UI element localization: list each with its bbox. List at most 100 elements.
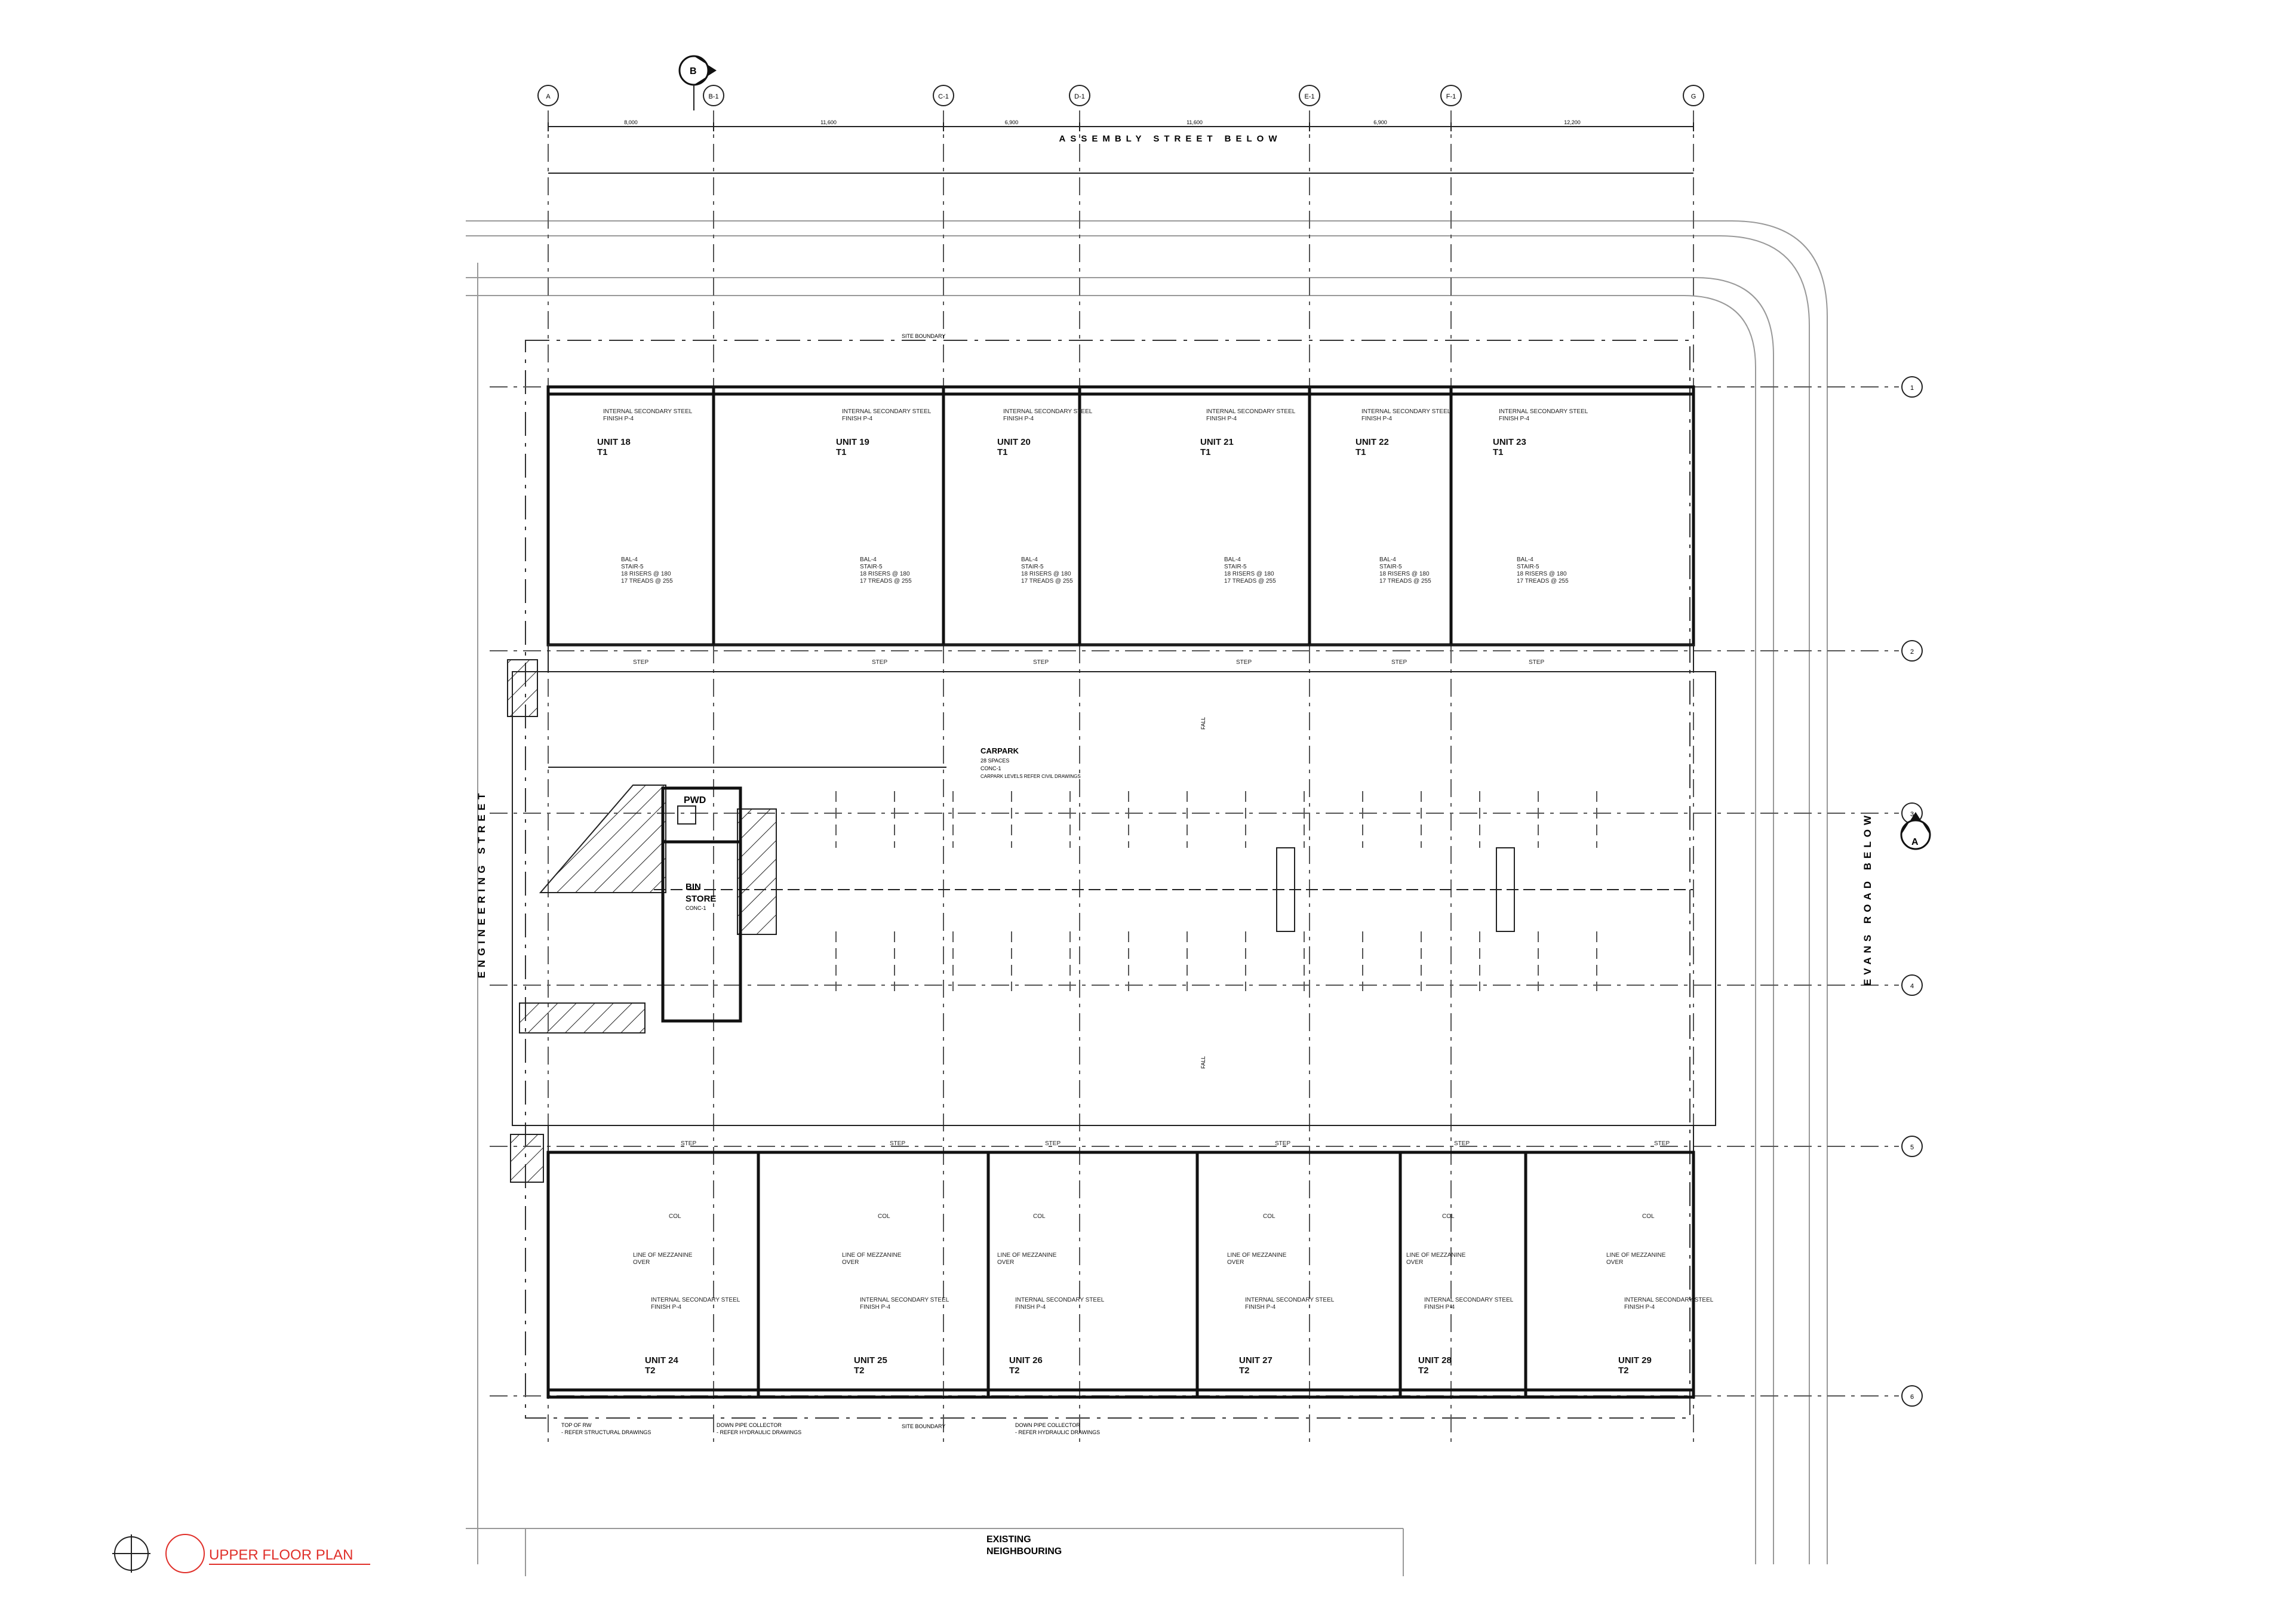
- mezzanine-over: OVER: [1606, 1259, 1623, 1266]
- unit-type: T2: [1239, 1365, 1250, 1376]
- unit-name: UNIT 25: [854, 1355, 887, 1365]
- rw-ref: - REFER STRUCTURAL DRAWINGS: [561, 1429, 651, 1435]
- unit-name: UNIT 20: [997, 437, 1031, 447]
- carpark-title: CARPARK: [980, 746, 1019, 755]
- grid-bubble-col-B-1: [703, 85, 724, 106]
- finish-note: FINISH P-4: [1206, 416, 1237, 422]
- dimension-label: 11,600: [820, 119, 837, 125]
- dimension-label: 6,900: [1005, 119, 1019, 125]
- stair-spec: STAIR-5: [621, 564, 644, 570]
- road-edges: [466, 220, 1828, 1576]
- grid-bubble-col-label: D-1: [1074, 93, 1085, 100]
- finish-note: FINISH P-4: [842, 416, 873, 422]
- stair-note: BAL-4: [1021, 556, 1038, 563]
- mezzanine-note: LINE OF MEZZANINE: [1406, 1252, 1466, 1259]
- treads-note: 17 TREADS @ 255: [1379, 578, 1431, 585]
- finish-note: FINISH P-4: [1003, 416, 1034, 422]
- grid-row-lines: [490, 386, 1899, 1397]
- fall-arrow-north: FALL: [1200, 717, 1206, 730]
- grid-bubble-col-label: B-1: [708, 93, 718, 100]
- street-south-1: EXISTING: [986, 1534, 1031, 1545]
- stair-spec: STAIR-5: [860, 564, 883, 570]
- stair-note: BAL-4: [1224, 556, 1241, 563]
- unit-type: T1: [1200, 447, 1211, 457]
- grid-bubble-row-6: [1901, 1385, 1923, 1407]
- stair-spec: STAIR-5: [1379, 564, 1402, 570]
- dimension-label: 6,900: [1373, 119, 1387, 125]
- unit-type: T1: [597, 447, 608, 457]
- mezzanine-note: LINE OF MEZZANINE: [1227, 1252, 1287, 1259]
- unit-type: T1: [1355, 447, 1366, 457]
- mezzanine-note: LINE OF MEZZANINE: [1606, 1252, 1666, 1259]
- step-note: STEP: [681, 1140, 696, 1147]
- stair-spec: STAIR-5: [1517, 564, 1539, 570]
- col-note: COL: [1642, 1213, 1655, 1220]
- risers-note: 18 RISERS @ 180: [860, 571, 910, 577]
- mezzanine-over: OVER: [842, 1259, 859, 1266]
- grid-bubble-col-label: F-1: [1446, 93, 1456, 100]
- col-note: COL: [669, 1213, 681, 1220]
- grid-bubble-col-G: [1683, 85, 1704, 106]
- section-marker-a-label: A: [1911, 837, 1919, 847]
- unit-type: T1: [997, 447, 1008, 457]
- grid-bubble-col-D-1: [1069, 85, 1090, 106]
- dimension-label: 11,600: [1187, 119, 1203, 125]
- unit-type: T2: [645, 1365, 656, 1376]
- grid-bubble-col-label: E-1: [1304, 93, 1314, 100]
- steel-note: INTERNAL SECONDARY STEEL: [1015, 1297, 1105, 1303]
- col-note: COL: [878, 1213, 890, 1220]
- mezzanine-over: OVER: [997, 1259, 1014, 1266]
- unit-name: UNIT 21: [1200, 437, 1234, 447]
- drawing-title: UPPER FLOOR PLAN: [209, 1547, 353, 1563]
- carpark-note: CARPARK LEVELS REFER CIVIL DRAWINGS: [980, 774, 1081, 779]
- step-note: STEP: [1454, 1140, 1470, 1147]
- bin-store-label-2: STORE: [686, 894, 716, 904]
- treads-note: 17 TREADS @ 255: [621, 578, 673, 585]
- treads-note: 17 TREADS @ 255: [1224, 578, 1276, 585]
- drawing-title-block: UPPER FLOOR PLAN: [112, 1534, 370, 1573]
- steel-note: INTERNAL SECONDARY STEEL: [651, 1297, 740, 1303]
- finish-note: FINISH P-4: [1245, 1304, 1276, 1311]
- stair-note: BAL-4: [1379, 556, 1396, 563]
- risers-note: 18 RISERS @ 180: [1379, 571, 1430, 577]
- unit-name: UNIT 19: [836, 437, 869, 447]
- grid-bubble-row-5: [1901, 1136, 1923, 1157]
- finish-note: FINISH P-4: [1361, 416, 1393, 422]
- grid-bubble-row-2: [1901, 640, 1923, 662]
- step-note: STEP: [633, 659, 648, 666]
- unit-name: UNIT 24: [645, 1355, 679, 1365]
- street-north: ASSEMBLY STREET BELOW: [1059, 134, 1281, 144]
- treads-note: 17 TREADS @ 255: [1021, 578, 1073, 585]
- unit-type: T1: [836, 447, 847, 457]
- step-note: STEP: [1654, 1140, 1670, 1147]
- step-note: STEP: [890, 1140, 905, 1147]
- site-boundary-label: SITE BOUNDARY: [902, 333, 945, 339]
- mezzanine-note: LINE OF MEZZANINE: [842, 1252, 902, 1259]
- dp-note-1: DOWN PIPE COLLECTOR: [717, 1422, 782, 1428]
- mezzanine-note: LINE OF MEZZANINE: [997, 1252, 1057, 1259]
- grid-column-lines: [548, 110, 1694, 1445]
- treads-note: 17 TREADS @ 255: [1517, 578, 1569, 585]
- mezzanine-note: LINE OF MEZZANINE: [633, 1252, 693, 1259]
- step-note: STEP: [1529, 659, 1544, 666]
- grid-bubble-col-E-1: [1299, 85, 1320, 106]
- carpark-spaces: 28 SPACES: [980, 758, 1009, 764]
- risers-note: 18 RISERS @ 180: [1517, 571, 1567, 577]
- col-note: COL: [1263, 1213, 1275, 1220]
- rw-note: TOP OF RW: [561, 1422, 592, 1428]
- grid-bubble-col-C-1: [933, 85, 954, 106]
- dimension-label: 12,200: [1564, 119, 1581, 125]
- unit-name: UNIT 26: [1009, 1355, 1043, 1365]
- steel-note: INTERNAL SECONDARY STEEL: [1424, 1297, 1514, 1303]
- step-note: STEP: [1391, 659, 1407, 666]
- dp-ref-2: - REFER HYDRAULIC DRAWINGS: [1015, 1429, 1100, 1435]
- unit-type: T2: [854, 1365, 865, 1376]
- unit-type: T2: [1618, 1365, 1629, 1376]
- steel-note: INTERNAL SECONDARY STEEL: [1624, 1297, 1714, 1303]
- carpark-finish: CONC-1: [980, 765, 1001, 771]
- risers-note: 18 RISERS @ 180: [621, 571, 671, 577]
- south-building: [546, 1125, 1695, 1399]
- unit-name: UNIT 29: [1618, 1355, 1652, 1365]
